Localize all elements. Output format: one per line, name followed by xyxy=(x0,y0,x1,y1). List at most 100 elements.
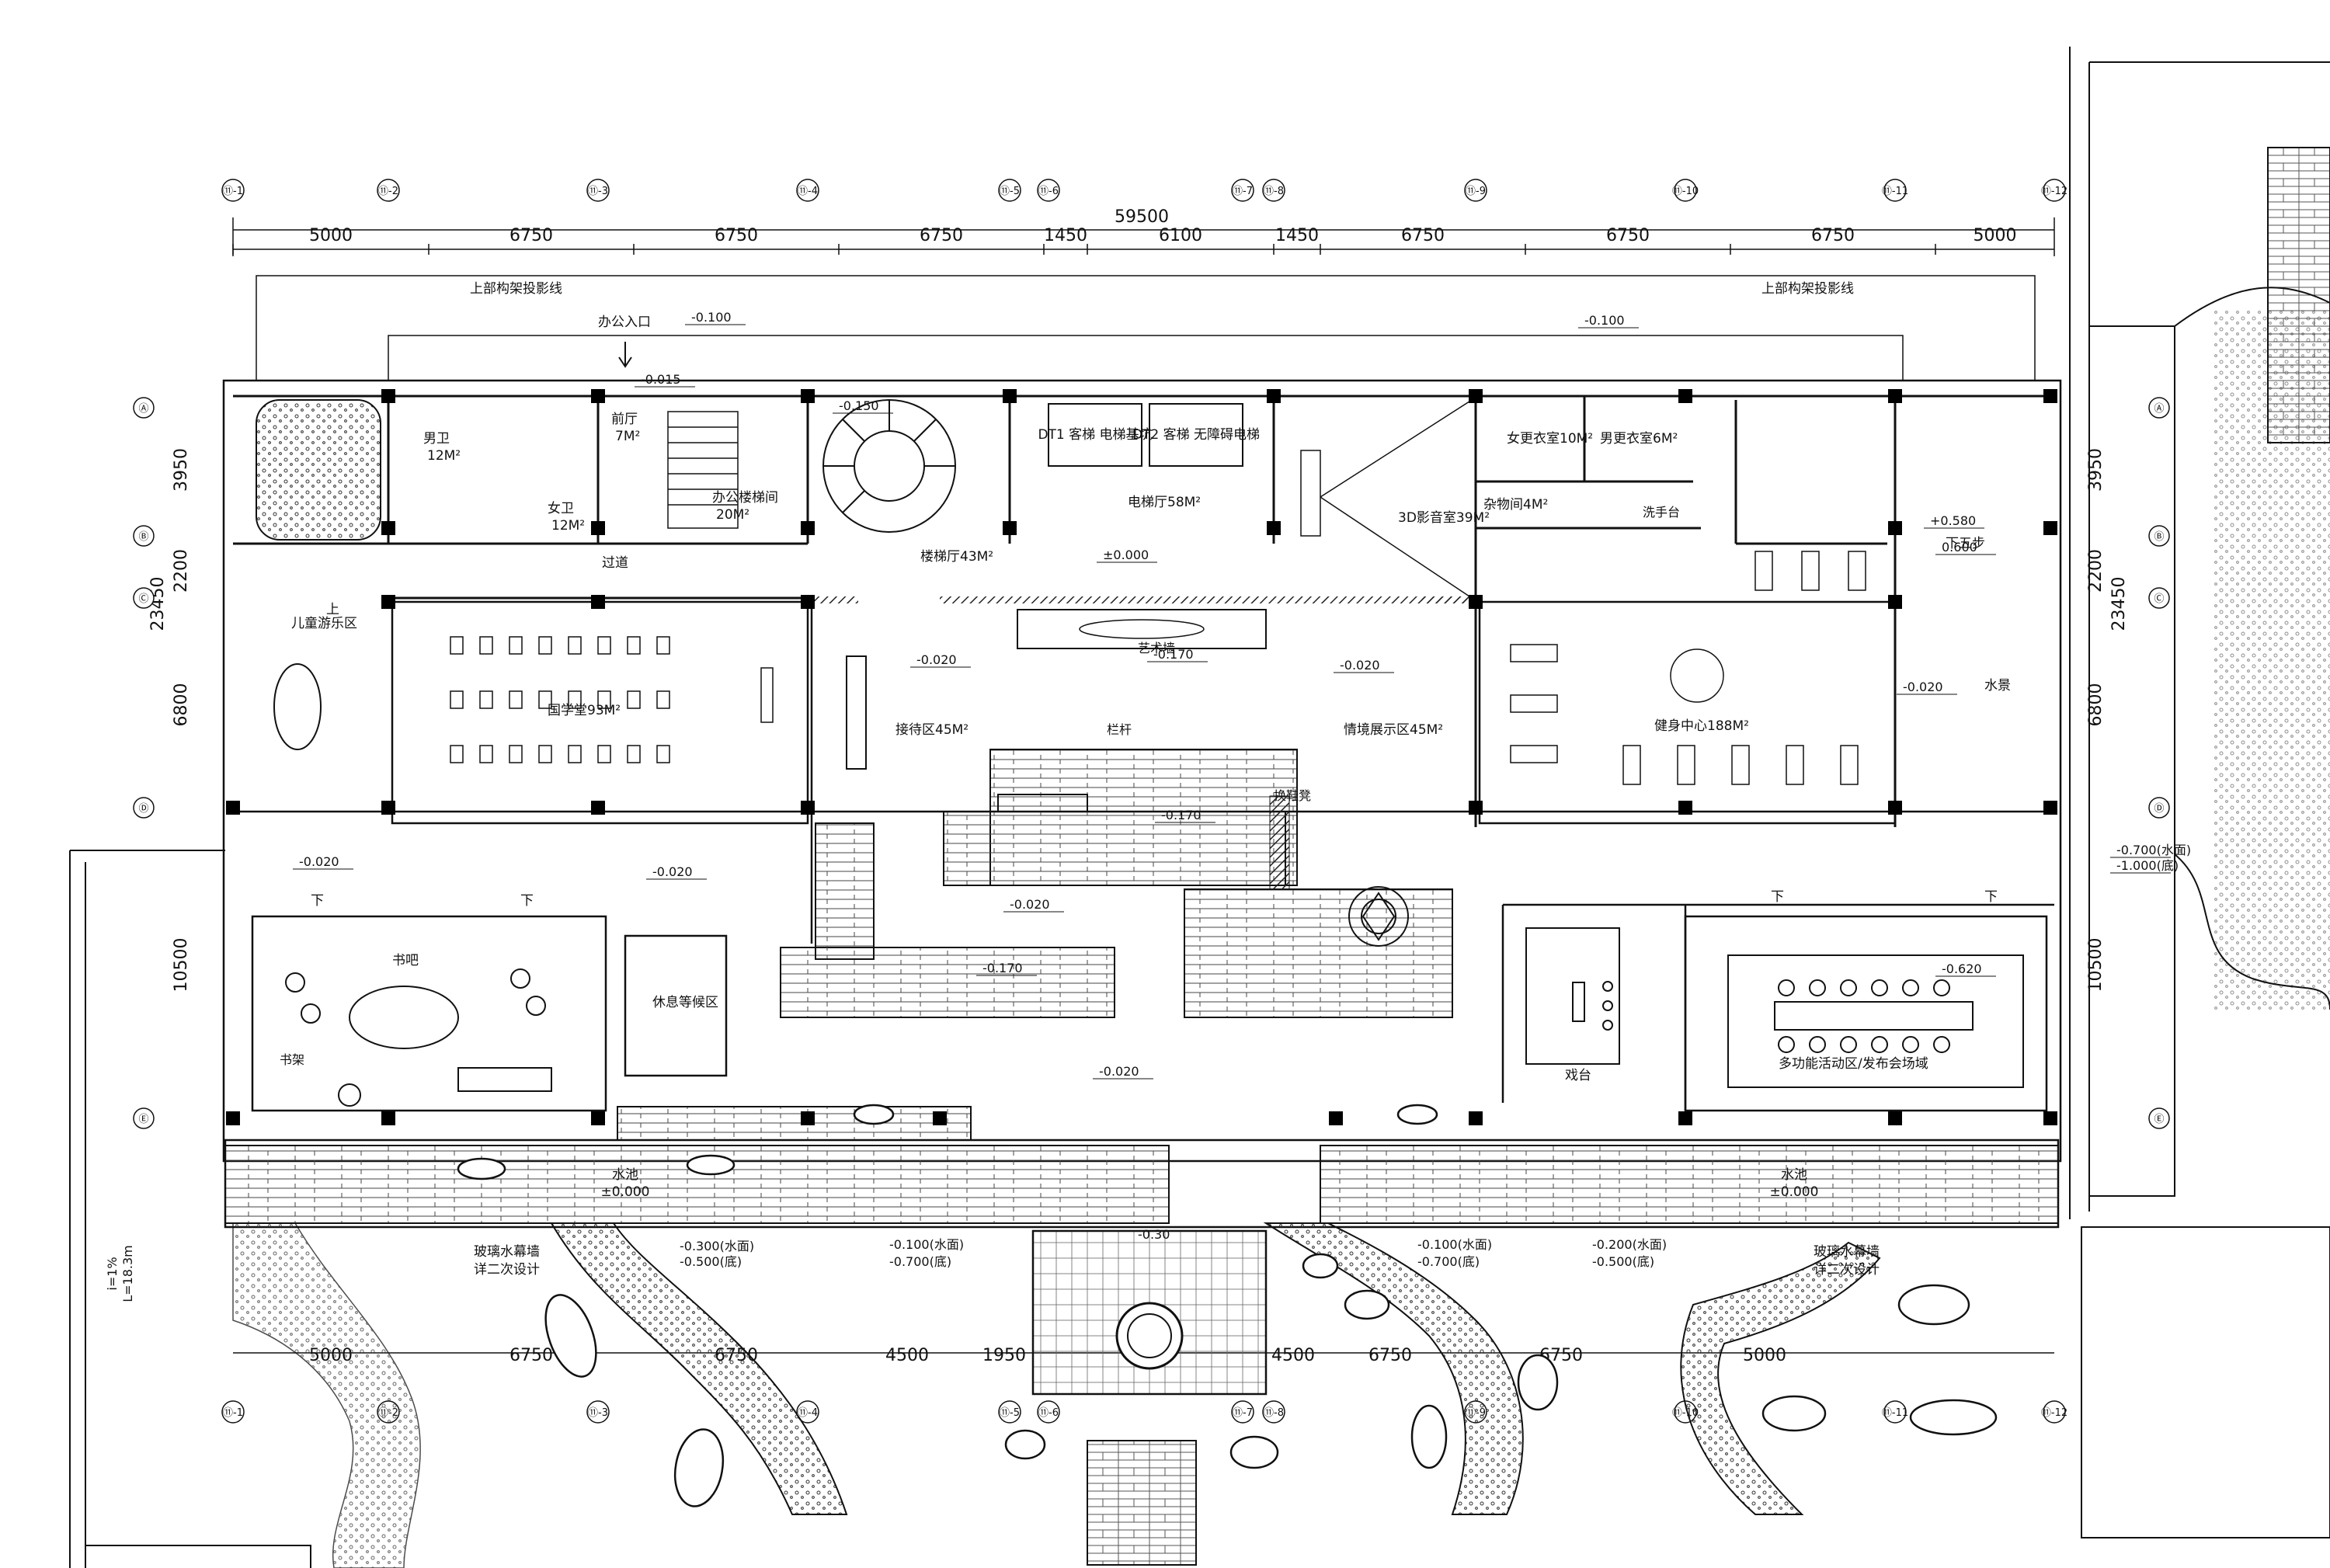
grid-marker-circle xyxy=(221,1400,245,1424)
desk-icon xyxy=(538,636,552,655)
grid-marker-circle xyxy=(1037,179,1060,202)
projection-label-right: 上部构架投影线 xyxy=(1761,281,1854,297)
dimension-label: 4500 xyxy=(1271,1346,1315,1365)
railing-label: 栏杆 xyxy=(1107,722,1132,737)
side-grid-label: Ⓒ xyxy=(2154,593,2164,605)
top-room-walls xyxy=(233,395,2050,827)
structural-column xyxy=(1003,389,1017,403)
elevation-label: +0.580 xyxy=(1930,513,1976,528)
water-level: -0.100(水面) xyxy=(1417,1237,1492,1252)
grid-marker-label: ⑪-4 xyxy=(798,1407,818,1419)
side-grid-label: Ⓒ xyxy=(138,593,148,605)
grid-marker-label: ⑪-6 xyxy=(1038,1407,1059,1419)
grid-marker-circle xyxy=(1464,179,1487,202)
pool-deck xyxy=(1320,1145,2059,1224)
gym-machine-icon xyxy=(1731,745,1750,785)
grid-marker-label: ⑪-8 xyxy=(1264,186,1284,197)
elevation-label: -0.100 xyxy=(691,310,732,325)
down-label: 下 xyxy=(1771,889,1784,905)
art-wall xyxy=(1017,609,1267,649)
desk-icon xyxy=(597,690,611,709)
desk-icon xyxy=(538,690,552,709)
grid-marker-circle xyxy=(2043,1400,2066,1424)
side-grid-label: Ⓐ xyxy=(2154,403,2164,415)
room-label-elevator-hall: 电梯厅58M² xyxy=(1128,495,1201,510)
desk-icon xyxy=(656,636,670,655)
room-label-storage: 杂物间4M² xyxy=(1483,497,1548,513)
kids-table-icon xyxy=(273,663,322,750)
curtain-wall-sub-left: 详二次设计 xyxy=(474,1262,540,1278)
grid-marker-circle xyxy=(1262,179,1285,202)
side-dimension: 3950 xyxy=(172,448,191,492)
water-feature-label: 水景 xyxy=(1984,678,2011,694)
grid-marker-label: ⑪-3 xyxy=(588,1407,608,1419)
dimension-label: 6750 xyxy=(1368,1346,1412,1365)
desk-icon xyxy=(450,690,464,709)
water-level: -0.100(水面) xyxy=(889,1237,964,1252)
main-room-walls xyxy=(251,600,2054,1112)
room-area-office-stair: 20M² xyxy=(716,507,749,523)
desk-icon xyxy=(760,667,774,723)
meeting-table-icon xyxy=(1727,954,2024,1088)
desk-icon xyxy=(479,690,493,709)
office-stair-icon xyxy=(667,411,739,529)
gym-machine-icon xyxy=(1786,745,1804,785)
desk-icon xyxy=(479,745,493,763)
side-grid-label: Ⓓ xyxy=(138,803,148,815)
structural-column xyxy=(1267,389,1281,403)
treadmill-icon xyxy=(1510,644,1558,662)
pool-level-left: ±0.000 xyxy=(601,1184,650,1200)
multi-station-icon xyxy=(1670,648,1724,703)
side-grid-marker xyxy=(133,397,155,419)
room-label-guoxue: 国学堂93M² xyxy=(548,703,621,718)
side-grid-marker xyxy=(133,525,155,547)
structural-column xyxy=(381,389,395,403)
desk-icon xyxy=(450,745,464,763)
grid-marker-label: ⑪-10 xyxy=(1672,186,1699,197)
gym-machine-icon xyxy=(1622,745,1641,785)
desk-icon xyxy=(509,745,523,763)
elevation-label: -0.020 xyxy=(1903,680,1943,694)
room-label-gym: 健身中心188M² xyxy=(1654,718,1749,734)
gym-machine-icon xyxy=(1848,551,1866,591)
side-grid-label: Ⓐ xyxy=(138,403,148,415)
side-grid-label: Ⓓ xyxy=(2154,803,2164,815)
desk-icon xyxy=(568,690,582,709)
structural-column xyxy=(1678,389,1692,403)
slope-label: i=1% xyxy=(105,1257,120,1290)
dimension-label: 5000 xyxy=(309,226,353,245)
water-level: -0.700(底) xyxy=(889,1254,951,1269)
desk-icon xyxy=(538,745,552,763)
down-label: 下 xyxy=(1984,889,1998,905)
treadmill-icon xyxy=(1510,694,1558,713)
hatched-wall-band xyxy=(812,596,858,603)
side-grid-marker xyxy=(2148,397,2170,419)
roof-projection-line xyxy=(256,275,2036,381)
side-grid-marker xyxy=(133,797,155,819)
side-grid-marker xyxy=(2148,797,2170,819)
wood-deck xyxy=(1184,888,1453,1018)
reception-desk xyxy=(846,655,867,770)
grid-marker-label: ⑪-1 xyxy=(223,1407,243,1419)
left-site-edge xyxy=(69,850,311,1568)
curtain-wall-label-right: 玻璃水幕墙 xyxy=(1814,1244,1880,1260)
structural-column xyxy=(801,595,815,609)
grid-marker-label: ⑪-7 xyxy=(1233,186,1253,197)
water-level: -0.700(底) xyxy=(1417,1254,1480,1269)
desk-icon xyxy=(450,636,464,655)
grid-marker-circle xyxy=(796,1400,819,1424)
dimension-label: 6750 xyxy=(1811,226,1855,245)
desk-icon xyxy=(627,690,641,709)
side-grid-label: Ⓑ xyxy=(2154,531,2164,543)
stage-icon xyxy=(1525,927,1620,1065)
desk-icon xyxy=(479,636,493,655)
structural-column xyxy=(1329,1111,1343,1125)
side-dimension: 6800 xyxy=(172,683,191,727)
dimension-label: 6750 xyxy=(920,226,963,245)
grid-marker-label: ⑪-6 xyxy=(1038,186,1059,197)
grid-marker-circle xyxy=(1262,1400,1285,1424)
